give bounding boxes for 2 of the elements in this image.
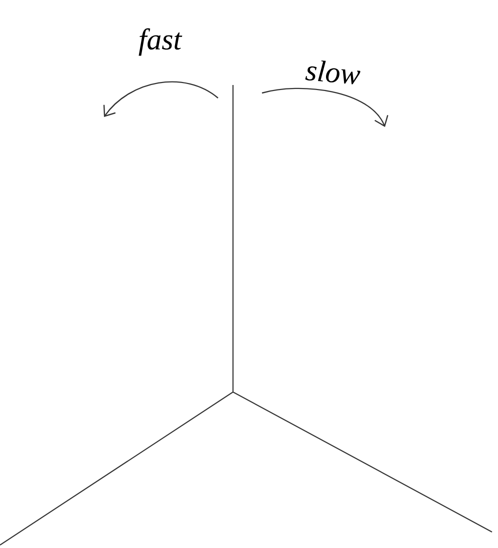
direction-label: slow (305, 60, 360, 84)
direction-label: fast (138, 28, 182, 56)
